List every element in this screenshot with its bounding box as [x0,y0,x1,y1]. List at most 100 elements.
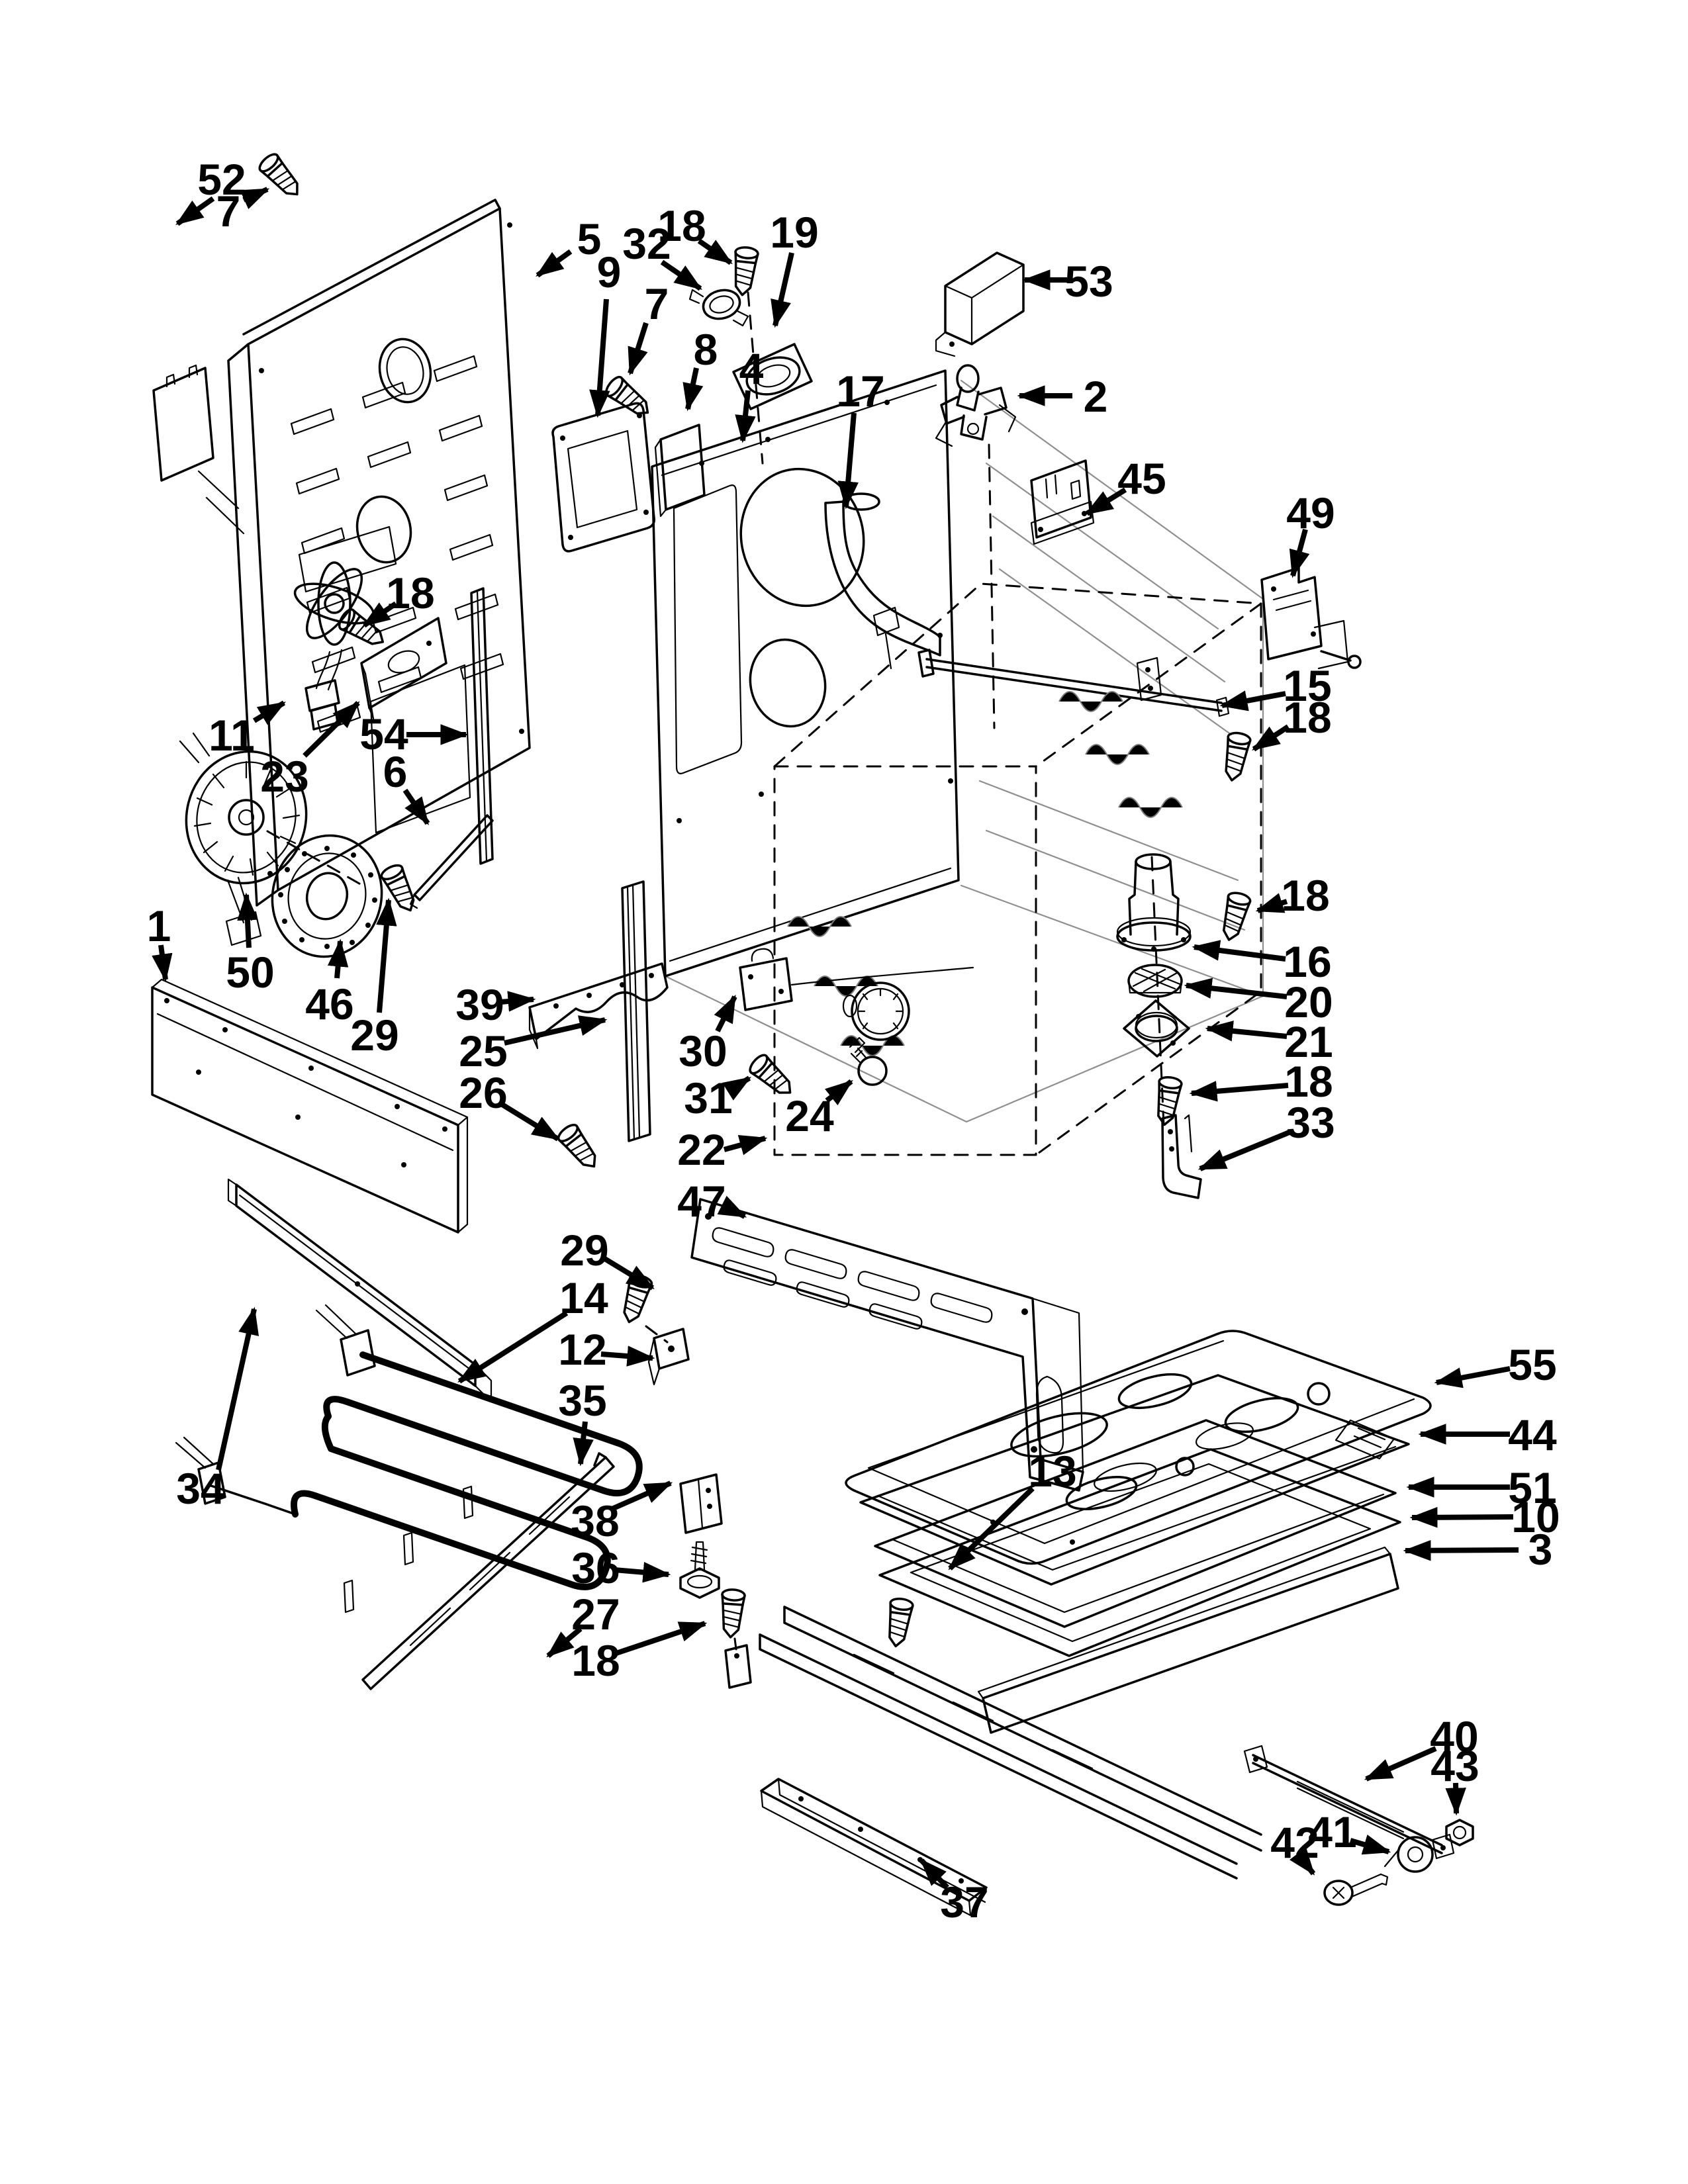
callout-label-7: 7 [216,187,241,236]
clamp [688,289,749,327]
screw-18-plate [1152,1074,1184,1128]
callout-label-4: 4 [739,344,764,393]
bracket-33 [1161,1114,1202,1199]
control-knob [842,981,910,1041]
callout-arrow-4 [735,390,756,443]
callout-label-29: 29 [560,1226,608,1275]
callout-label-14: 14 [559,1273,608,1322]
callout-arrow-34 [216,1306,259,1471]
wire-connector [305,679,340,731]
callout-arrow-18 [1189,1081,1289,1102]
mesh-screen [1127,964,1183,998]
pressure-regulator [935,364,1017,729]
latch-bracket-49 [1260,567,1362,670]
callout-arrow-18 [697,238,733,265]
callout-arrow-22 [723,1134,768,1156]
callout-arrow-38 [609,1480,673,1512]
rear-fan-motor-assembly [293,525,397,731]
fan-cover [271,834,383,958]
callout-label-24: 24 [785,1091,834,1140]
callout-label-7: 7 [645,279,669,328]
callout-label-39: 39 [455,980,504,1029]
screw-18-base [718,1588,747,1639]
callout-label-40: 40 [1430,1712,1478,1761]
callout-label-3: 3 [1528,1525,1553,1574]
callout-arrow-29 [602,1255,655,1291]
insulation-tray-51 [874,1419,1397,1628]
bracket-45 [1030,459,1095,545]
callout-arrow-50 [237,892,258,948]
spacer-block [724,1637,752,1689]
callout-label-9: 9 [597,248,622,296]
callout-arrow-6 [402,788,430,825]
front-trim-25 [621,880,651,1142]
callout-label-49: 49 [1286,488,1335,537]
callout-label-21: 21 [1284,1017,1333,1066]
callout-arrow-11 [252,700,287,725]
callout-label-18: 18 [1283,693,1331,742]
callout-label-45: 45 [1117,454,1166,503]
rear-oven-panel [651,369,960,978]
callout-arrow-55 [1434,1366,1511,1388]
callout-arrow-24 [824,1079,853,1106]
callout-arrow-8 [682,367,704,412]
callout-arrow-7 [240,187,270,210]
callout-arrow-36 [614,1562,671,1583]
side-trim-54 [470,587,494,865]
callout-label-42: 42 [1270,1818,1319,1867]
manifold-panel-47 [690,1198,1084,1492]
callout-label-34: 34 [176,1464,225,1513]
callout-label-19: 19 [770,208,818,257]
screw-18-vent [1217,889,1253,944]
callout-label-43: 43 [1430,1741,1479,1790]
callout-arrow-26 [499,1101,560,1142]
callout-arrow-15 [1219,690,1286,711]
callout-arrow-18 [1255,893,1288,913]
callout-label-47: 47 [677,1177,726,1226]
callout-label-20: 20 [1284,978,1333,1026]
callout-label-52: 52 [197,155,246,204]
callout-label-29: 29 [350,1011,399,1060]
callout-label-25: 25 [459,1026,507,1075]
shield-plate [654,424,706,518]
callout-label-32: 32 [622,219,671,268]
screw-26 [554,1120,604,1175]
callout-arrow-9 [589,298,610,418]
nut-43 [1445,1819,1474,1846]
orifice-plate [1123,999,1190,1058]
callout-arrow-52 [175,196,215,226]
callout-arrow-16 [1192,940,1286,962]
callout-arrow-39 [500,991,536,1012]
callout-label-11: 11 [209,711,255,760]
callout-arrow-23 [303,701,360,758]
callout-label-44: 44 [1508,1410,1557,1459]
callout-label-13: 13 [1028,1447,1076,1496]
screw-7a [256,150,307,203]
screw-18-rod [1219,730,1252,784]
glide-roller-41 [1383,1836,1434,1873]
callout-arrow-3 [1403,1540,1519,1561]
support-rod-35 [361,1452,615,1690]
front-rail-3 [977,1546,1399,1734]
callout-arrow-27 [546,1626,583,1659]
heat-shield-34 [227,1178,492,1403]
callout-label-37: 37 [940,1878,988,1927]
callout-label-2: 2 [1084,372,1108,421]
callout-label-23: 23 [260,752,308,801]
callout-label-5: 5 [577,214,602,263]
callout-label-10: 10 [1511,1492,1560,1541]
callout-label-27: 27 [571,1590,620,1639]
callout-arrow-37 [919,1858,949,1889]
callout-arrow-18 [1252,724,1290,752]
callout-label-18: 18 [1284,1057,1333,1106]
callout-label-36: 36 [571,1543,620,1592]
screw-7b [602,373,656,423]
back-panel [227,199,531,907]
callout-label-46: 46 [305,979,353,1028]
screw-13 [883,1596,915,1649]
insulation [787,691,1183,1056]
callout-arrow-10 [1409,1506,1514,1528]
